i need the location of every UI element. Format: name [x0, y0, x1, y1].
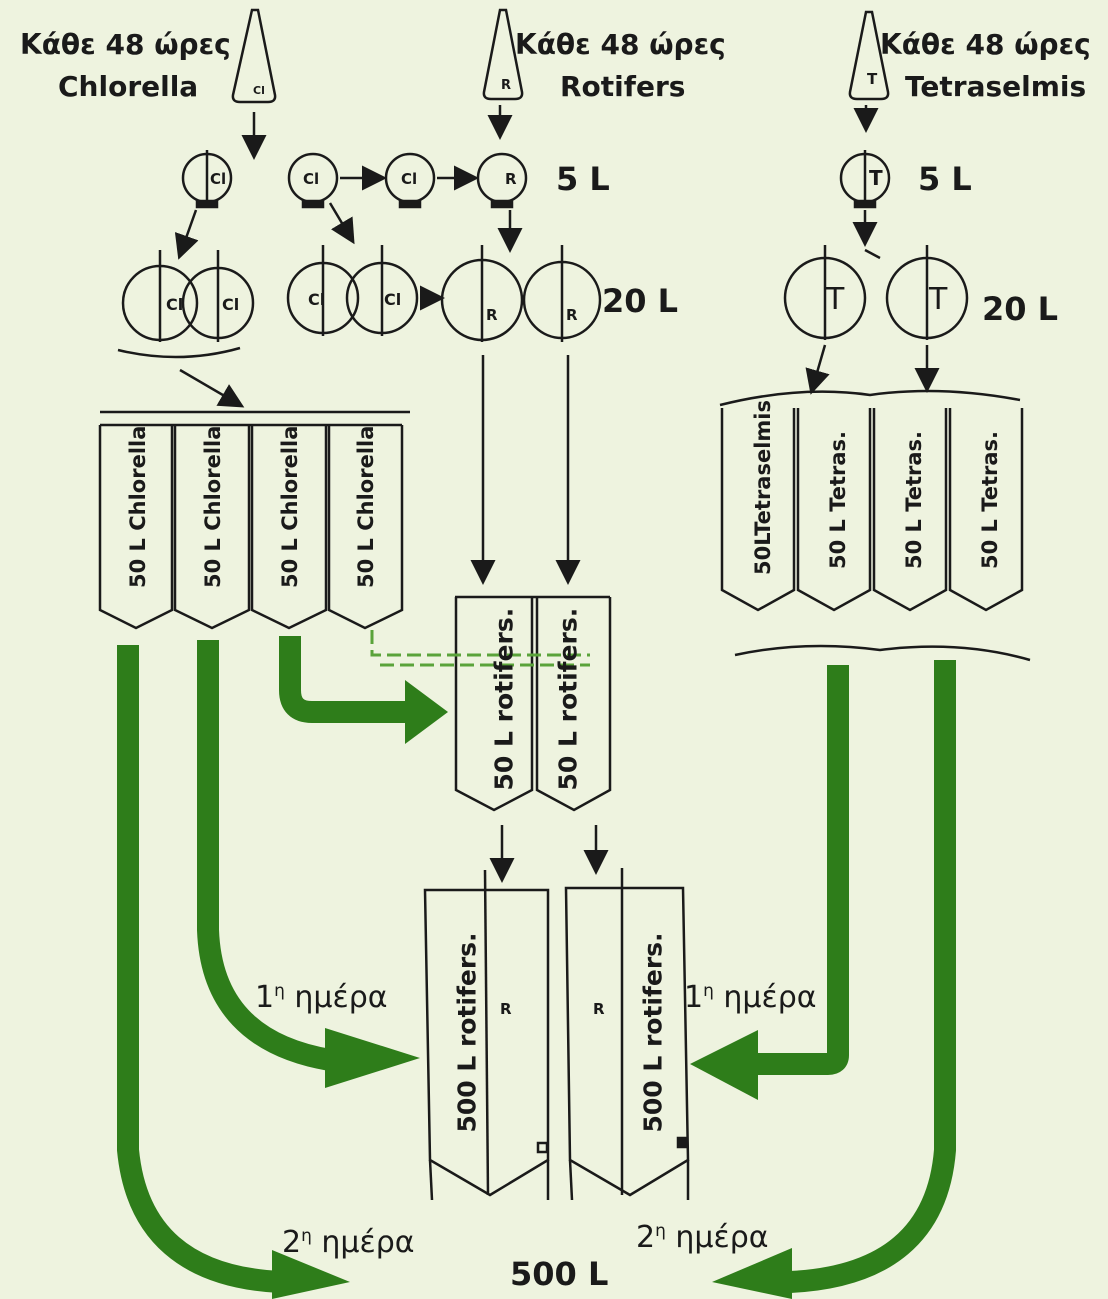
day-word: ημέρα — [665, 1220, 769, 1255]
day-ordinal: η — [655, 1221, 666, 1241]
tank-label-tetraselmis-3: 50 L Tetras. — [902, 430, 926, 570]
flask-letter-5l-tetraselmis: T — [869, 166, 883, 190]
dashed-transfer-line — [370, 630, 590, 667]
arrow-tetraselmis-day1 — [755, 665, 849, 1075]
tank-label-tetraselmis-4: 50 L Tetras. — [978, 430, 1002, 570]
day-word: ημέρα — [311, 1225, 415, 1260]
tank-tetraselmis-3 — [872, 408, 948, 612]
day-ordinal: η — [703, 981, 714, 1001]
tank-chlorella-1 — [98, 425, 174, 630]
day-number: 1 — [684, 980, 704, 1015]
tank-rotifers50-2 — [535, 597, 612, 812]
rotifers-source-title: Κάθε 48 ώρες — [515, 28, 726, 61]
flask-letter-5l-chlorella-2: Cl — [303, 170, 320, 188]
tank-label-rotifers500-1: 500 L rotifers. — [452, 932, 482, 1133]
volume-5l-mid: 5 L — [556, 160, 610, 198]
flask-letter-20l-chlorella-4: Cl — [384, 290, 402, 309]
day-number: 1 — [255, 980, 275, 1015]
volume-20l-right: 20 L — [982, 290, 1059, 328]
tank-tetraselmis-4 — [948, 408, 1024, 612]
rotifers-source-name: Rotifers — [560, 70, 686, 103]
flask-letter-5l-rotifers: R — [505, 170, 517, 188]
tank-label-rotifers50-1: 50 L rotifers. — [489, 607, 519, 791]
flask-letter-erlenmeyer-rotifers: R — [501, 78, 512, 93]
r-mark-left: R — [500, 1000, 512, 1018]
flask-letter-20l-tetraselmis-1: T — [826, 282, 845, 317]
day2-label-right: 2η ημέρα — [636, 1220, 769, 1255]
day-number: 2 — [636, 1220, 656, 1255]
flask-letter-20l-rotifers-2: R — [566, 306, 578, 324]
tank-label-chlorella-3: 50 L Chlorella — [278, 425, 302, 588]
tetraselmis-source-name: Tetraselmis — [905, 70, 1087, 103]
tank-tetraselmis-2 — [796, 408, 872, 612]
tank-chlorella-2 — [173, 425, 251, 630]
day1-label-left: 1η ημέρα — [255, 980, 388, 1015]
r-mark-right: R — [593, 1000, 605, 1018]
day-ordinal: η — [274, 981, 285, 1001]
tank-rotifers50-1 — [454, 597, 534, 812]
tank-label-rotifers50-2: 50 L rotifers. — [553, 607, 583, 791]
tank-rotifers500-1 — [423, 888, 550, 1197]
erlenmeyer-flask-chlorella — [231, 8, 277, 104]
day-word: ημέρα — [713, 980, 817, 1015]
chlorella-source-name: Chlorella — [58, 70, 199, 103]
flask-letter-erlenmeyer-tetraselmis: T — [867, 70, 878, 88]
tank-label-chlorella-2: 50 L Chlorella — [201, 425, 225, 588]
flask-letter-20l-chlorella-2: Cl — [222, 295, 240, 314]
flask-letter-20l-chlorella-3: Cl — [308, 290, 326, 309]
flask-letter-erlenmeyer-chlorella: Cl — [253, 84, 265, 97]
tank-rotifers500-2 — [564, 886, 690, 1197]
erlenmeyer-flask-tetraselmis — [848, 10, 890, 101]
day-ordinal: η — [301, 1226, 312, 1246]
volume-20l-mid: 20 L — [602, 282, 679, 320]
tank-label-rotifers500-2: 500 L rotifers. — [638, 932, 668, 1133]
day1-label-right: 1η ημέρα — [684, 980, 817, 1015]
volume-500l-bottom: 500 L — [510, 1255, 609, 1293]
tetraselmis-source-title: Κάθε 48 ώρες — [880, 28, 1091, 61]
day-word: ημέρα — [284, 980, 388, 1015]
tank-tetraselmis-1 — [720, 408, 796, 612]
day2-label-left: 2η ημέρα — [282, 1225, 415, 1260]
arrow-chlorella-day2 — [117, 645, 281, 1293]
day-number: 2 — [282, 1225, 302, 1260]
tank-label-tetraselmis-2: 50 L Tetras. — [826, 430, 850, 570]
flask-5l-rotifers — [476, 152, 528, 204]
chlorella-source-title: Κάθε 48 ώρες — [20, 28, 231, 61]
flask-letter-20l-tetraselmis-2: T — [929, 282, 948, 317]
tank-label-chlorella-1: 50 L Chlorella — [126, 425, 150, 588]
erlenmeyer-flask-rotifers — [482, 8, 524, 101]
arrow-chlorella-day1 — [197, 640, 332, 1071]
tank-label-tetraselmis-1: 50LTetraselmis — [751, 400, 775, 575]
flask-letter-20l-chlorella-1: Cl — [166, 295, 184, 314]
tank-label-chlorella-4: 50 L Chlorella — [354, 425, 378, 588]
flask-letter-5l-chlorella-3: Cl — [401, 170, 418, 188]
tank-chlorella-3 — [250, 425, 328, 630]
flask-letter-5l-chlorella-1: Cl — [210, 170, 227, 188]
volume-5l-right: 5 L — [918, 160, 972, 198]
arrow-tetraselmis-day2 — [789, 660, 956, 1293]
tank-chlorella-4 — [327, 425, 404, 630]
arrow-chlorella-to-rotifers50 — [279, 636, 408, 723]
flask-letter-20l-rotifers-1: R — [486, 306, 498, 324]
